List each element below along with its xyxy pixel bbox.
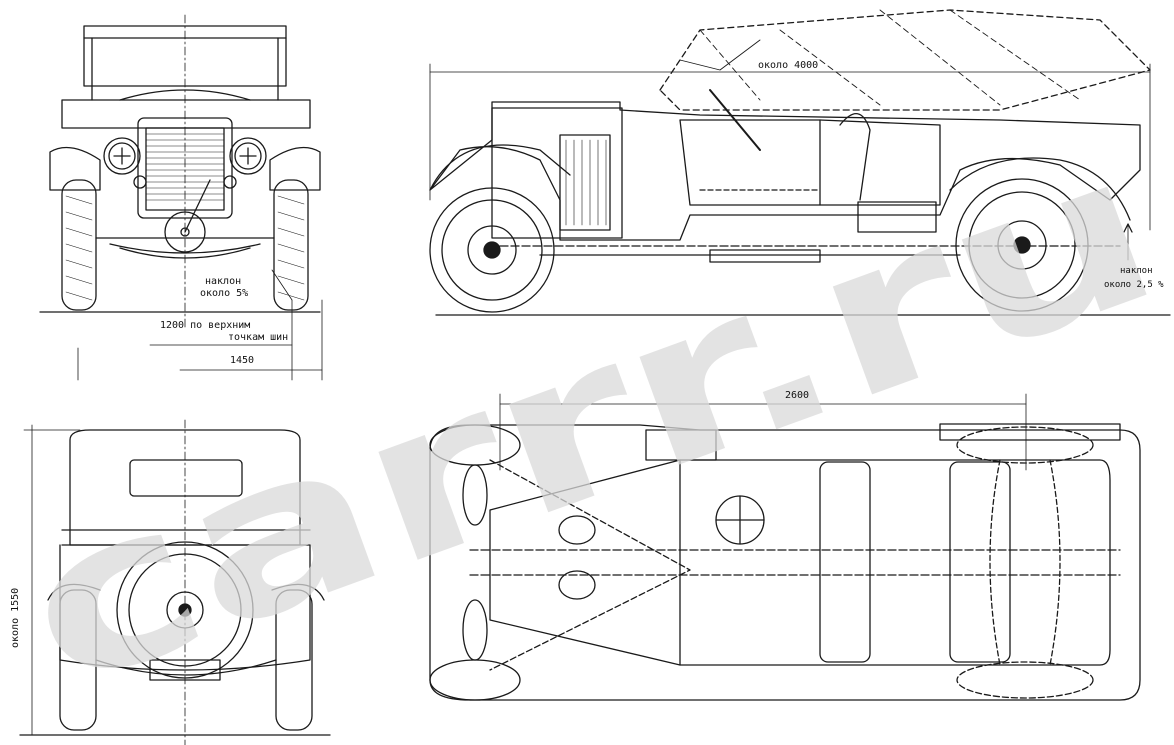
front-track-top-label-2: точкам шин xyxy=(228,332,289,343)
front-view xyxy=(39,14,323,381)
side-view xyxy=(429,9,1171,316)
rear-height-label: около 1550 xyxy=(10,587,21,648)
top-view xyxy=(429,393,1141,701)
front-track-label: 1450 xyxy=(230,355,255,366)
front-tilt-label-1: наклон xyxy=(205,276,242,287)
side-length-label: около 4000 xyxy=(758,60,819,71)
top-wheelbase-label: 2600 xyxy=(785,390,810,401)
side-tilt-label-2: около 2,5 % xyxy=(1104,280,1164,290)
front-track-top-label-1: 1200 по верхним xyxy=(160,320,251,331)
rear-view xyxy=(19,419,331,745)
front-tilt-label-2: около 5% xyxy=(200,288,249,299)
side-tilt-label-1: наклон xyxy=(1120,266,1153,276)
